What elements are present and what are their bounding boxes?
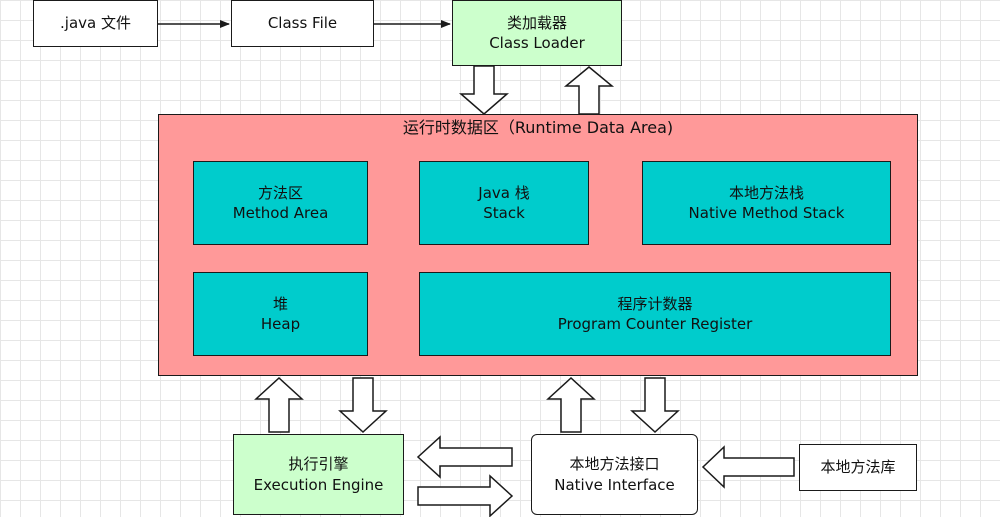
java-stack-label-cn: Java 栈 — [478, 183, 530, 202]
loader-to-runtime-arrow — [458, 65, 510, 115]
program-counter-label-en: Program Counter Register — [557, 315, 753, 333]
heap-label-cn: 堆 — [272, 294, 288, 313]
native-method-stack-label-en: Native Method Stack — [688, 204, 845, 222]
interface-to-runtime-arrow — [546, 376, 596, 433]
method-area-label-cn: 方法区 — [257, 183, 303, 202]
native-method-stack-node: 本地方法栈 Native Method Stack — [642, 161, 891, 245]
class-file-label: Class File — [267, 14, 338, 33]
runtime-to-interface-arrow — [630, 377, 680, 434]
class-loader-node: 类加载器 Class Loader — [452, 0, 622, 66]
execution-engine-node: 执行引擎 Execution Engine — [233, 434, 404, 515]
engine-to-interface-arrow — [417, 474, 514, 517]
java-file-label: .java 文件 — [60, 14, 131, 33]
native-interface-node: 本地方法接口 Native Interface — [531, 434, 698, 515]
method-area-node: 方法区 Method Area — [193, 161, 368, 245]
native-library-node: 本地方法库 — [799, 444, 917, 491]
native-method-stack-label-cn: 本地方法栈 — [728, 183, 804, 202]
engine-to-runtime-arrow — [254, 376, 304, 433]
java-file-node: .java 文件 — [33, 0, 158, 47]
runtime-to-engine-arrow — [338, 377, 388, 434]
native-interface-label-en: Native Interface — [554, 475, 675, 494]
execution-engine-label-cn: 执行引擎 — [288, 455, 349, 474]
runtime-to-loader-arrow — [563, 66, 615, 115]
heap-node: 堆 Heap — [193, 272, 368, 356]
method-area-label-en: Method Area — [232, 204, 329, 222]
native-library-label: 本地方法库 — [820, 458, 896, 477]
library-to-interface-arrow — [701, 445, 795, 489]
class-file-node: Class File — [231, 0, 374, 47]
program-counter-label-cn: 程序计数器 — [617, 294, 693, 313]
program-counter-node: 程序计数器 Program Counter Register — [419, 272, 891, 356]
native-interface-label-cn: 本地方法接口 — [569, 455, 660, 474]
java-stack-label-en: Stack — [483, 204, 525, 222]
heap-label-en: Heap — [260, 315, 301, 333]
java-stack-node: Java 栈 Stack — [419, 161, 589, 245]
interface-to-engine-arrow — [416, 435, 513, 479]
class-loader-label-en: Class Loader — [489, 34, 585, 52]
class-loader-label-cn: 类加载器 — [506, 13, 567, 32]
runtime-data-area-title: 运行时数据区（Runtime Data Area) — [402, 118, 674, 137]
execution-engine-label-en: Execution Engine — [253, 475, 384, 494]
